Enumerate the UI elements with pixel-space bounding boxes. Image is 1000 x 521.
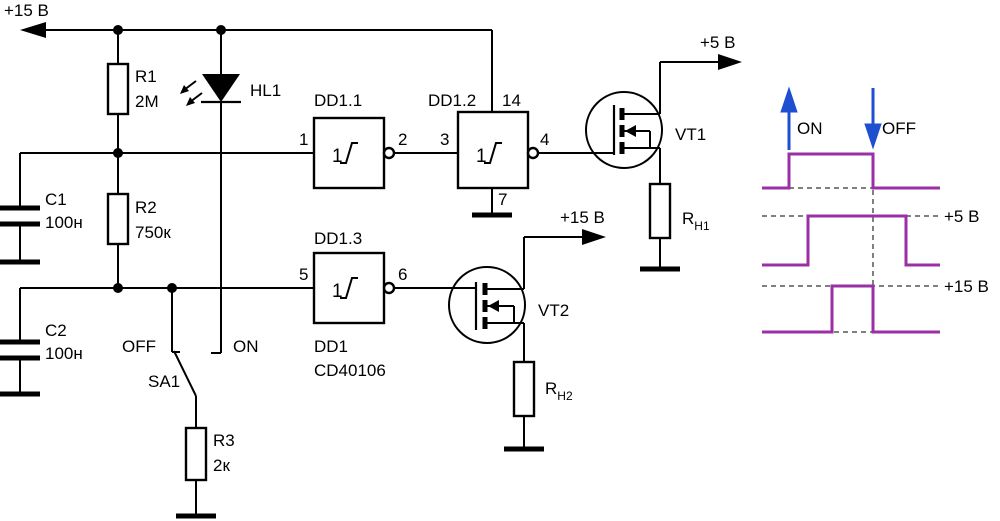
resistor-rh1 <box>640 182 680 272</box>
timing-off-label: OFF <box>882 119 916 138</box>
vt1-supply-label: +5 В <box>700 33 735 52</box>
vt1-name: VT1 <box>675 125 706 144</box>
resistor-r2 <box>106 153 130 288</box>
pin-2: 2 <box>398 130 407 149</box>
sa1-name: SA1 <box>148 372 180 391</box>
dd1-1-name: DD1.1 <box>314 91 362 110</box>
r1-name: R1 <box>135 67 157 86</box>
switch-sa1 <box>171 288 197 428</box>
timing-level-5v: +5 В <box>944 207 979 226</box>
inverter-dd1-1: 1 <box>312 116 458 190</box>
led-hl1 <box>180 30 241 354</box>
vt2-name: VT2 <box>538 301 569 320</box>
r2-value: 750к <box>135 223 171 242</box>
c2-value: 100н <box>45 344 83 363</box>
dd1-3-name: DD1.3 <box>314 229 362 248</box>
waveform-in <box>762 152 940 190</box>
vt2-supply-label: +15 В <box>560 208 605 227</box>
resistor-r3 <box>176 426 216 519</box>
r2-name: R2 <box>135 198 157 217</box>
r1-value: 2М <box>135 92 159 111</box>
hl1-name: HL1 <box>250 81 281 100</box>
svg-text:1: 1 <box>332 281 343 302</box>
capacitor-c1 <box>0 153 40 265</box>
timing-level-15v: +15 В <box>944 277 989 296</box>
mosfet-vt1 <box>585 54 742 184</box>
pin-7: 7 <box>498 190 507 209</box>
c2-name: C2 <box>45 321 67 340</box>
mosfet-vt2 <box>448 229 606 362</box>
r3-value: 2к <box>213 456 230 475</box>
capacitor-c2 <box>0 288 40 397</box>
waveform-15v <box>762 284 940 334</box>
c1-name: C1 <box>45 190 67 209</box>
pin-3: 3 <box>440 130 449 149</box>
svg-text:1: 1 <box>332 146 343 167</box>
dd1-2-name: DD1.2 <box>428 91 476 110</box>
waveform-5v <box>762 214 940 267</box>
supply-rail-15v <box>20 22 493 112</box>
svg-text:1: 1 <box>476 146 487 167</box>
resistor-rh2 <box>504 360 544 452</box>
inverter-dd1-2: 1 <box>456 110 588 218</box>
pin-4: 4 <box>540 130 549 149</box>
dd1-name: DD1 <box>314 337 348 356</box>
supply-rail-label: +15 В <box>4 1 49 20</box>
rh2-label: RH2 <box>545 379 573 403</box>
timing-on-label: ON <box>797 119 823 138</box>
inverter-dd1-3: 1 <box>312 251 476 325</box>
sa1-off-label: OFF <box>122 337 156 356</box>
pin-6: 6 <box>398 265 407 284</box>
dd1-part: CD40106 <box>314 361 386 380</box>
timing-diagram <box>762 86 940 334</box>
pin-1: 1 <box>299 130 308 149</box>
r3-name: R3 <box>213 431 235 450</box>
pin-5: 5 <box>299 265 308 284</box>
resistor-r1 <box>106 30 130 153</box>
c1-value: 100н <box>45 213 83 232</box>
sa1-on-label: ON <box>233 337 259 356</box>
rh1-label: RH1 <box>682 209 710 233</box>
pin-14: 14 <box>502 91 521 110</box>
